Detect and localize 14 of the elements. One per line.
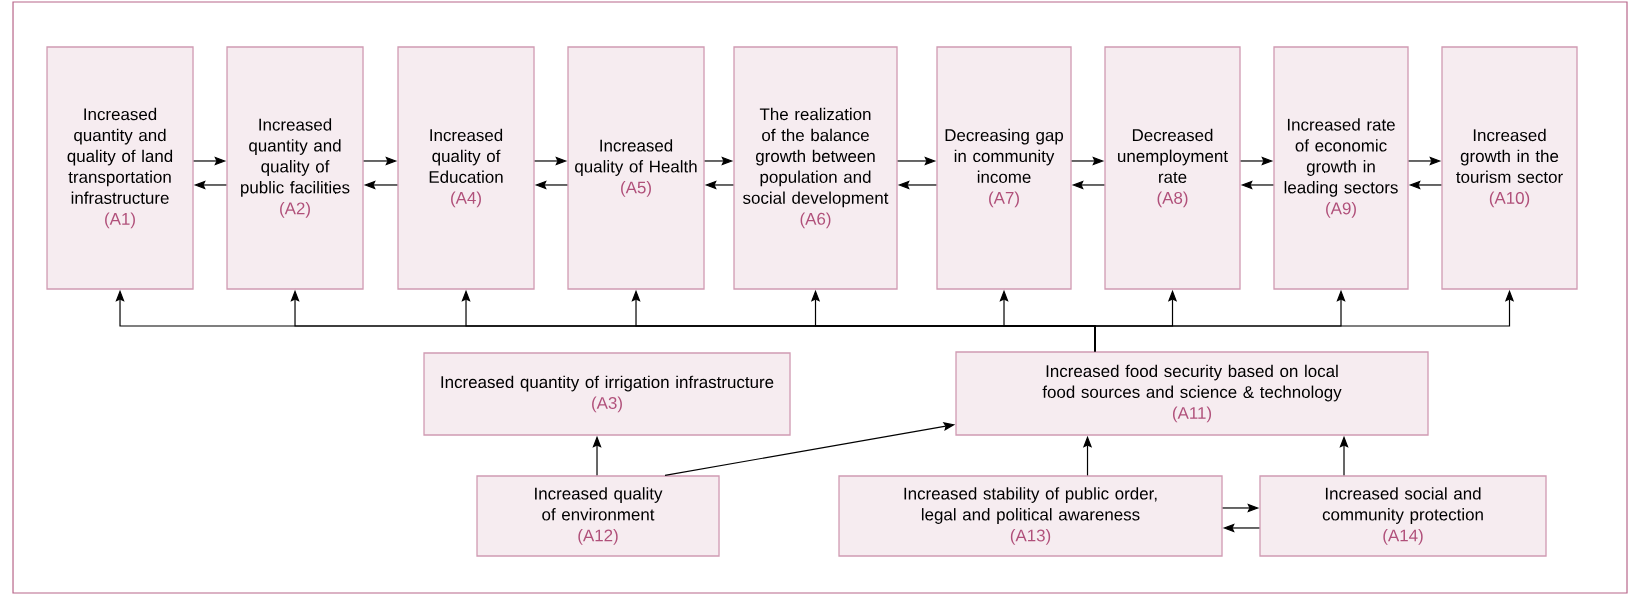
process-box: Increased rate of economic growth in leading sectors (A9) — [1273, 46, 1409, 290]
process-box: Increased quality of Education (A4) — [397, 46, 535, 290]
process-box: Increased growth in the tourism sector (A10) — [1441, 46, 1578, 290]
process-box: Increased quality of Health (A5) — [567, 46, 705, 290]
process-box: Increased quality of environment (A12) — [476, 475, 720, 557]
process-box: Increased quantity and quality of public facilities (A2) — [226, 46, 364, 290]
process-box: The realization of the balance growth between population and social development (A6) — [733, 46, 898, 290]
process-box: Increased stability of public order, legal and political awareness (A13) — [838, 475, 1223, 557]
process-box: Increased food security based on local food sources and science & technology (A11) — [955, 351, 1429, 436]
process-box: Increased quantity and quality of land transportation infrastructure (A1) — [46, 46, 194, 290]
process-box: Increased social and community protection (A14) — [1259, 475, 1547, 557]
process-box: Decreasing gap in community income (A7) — [936, 46, 1072, 290]
process-box: Decreased unemployment rate (A8) — [1104, 46, 1241, 290]
process-box: Increased quantity of irrigation infrastructure (A3) — [423, 352, 791, 436]
